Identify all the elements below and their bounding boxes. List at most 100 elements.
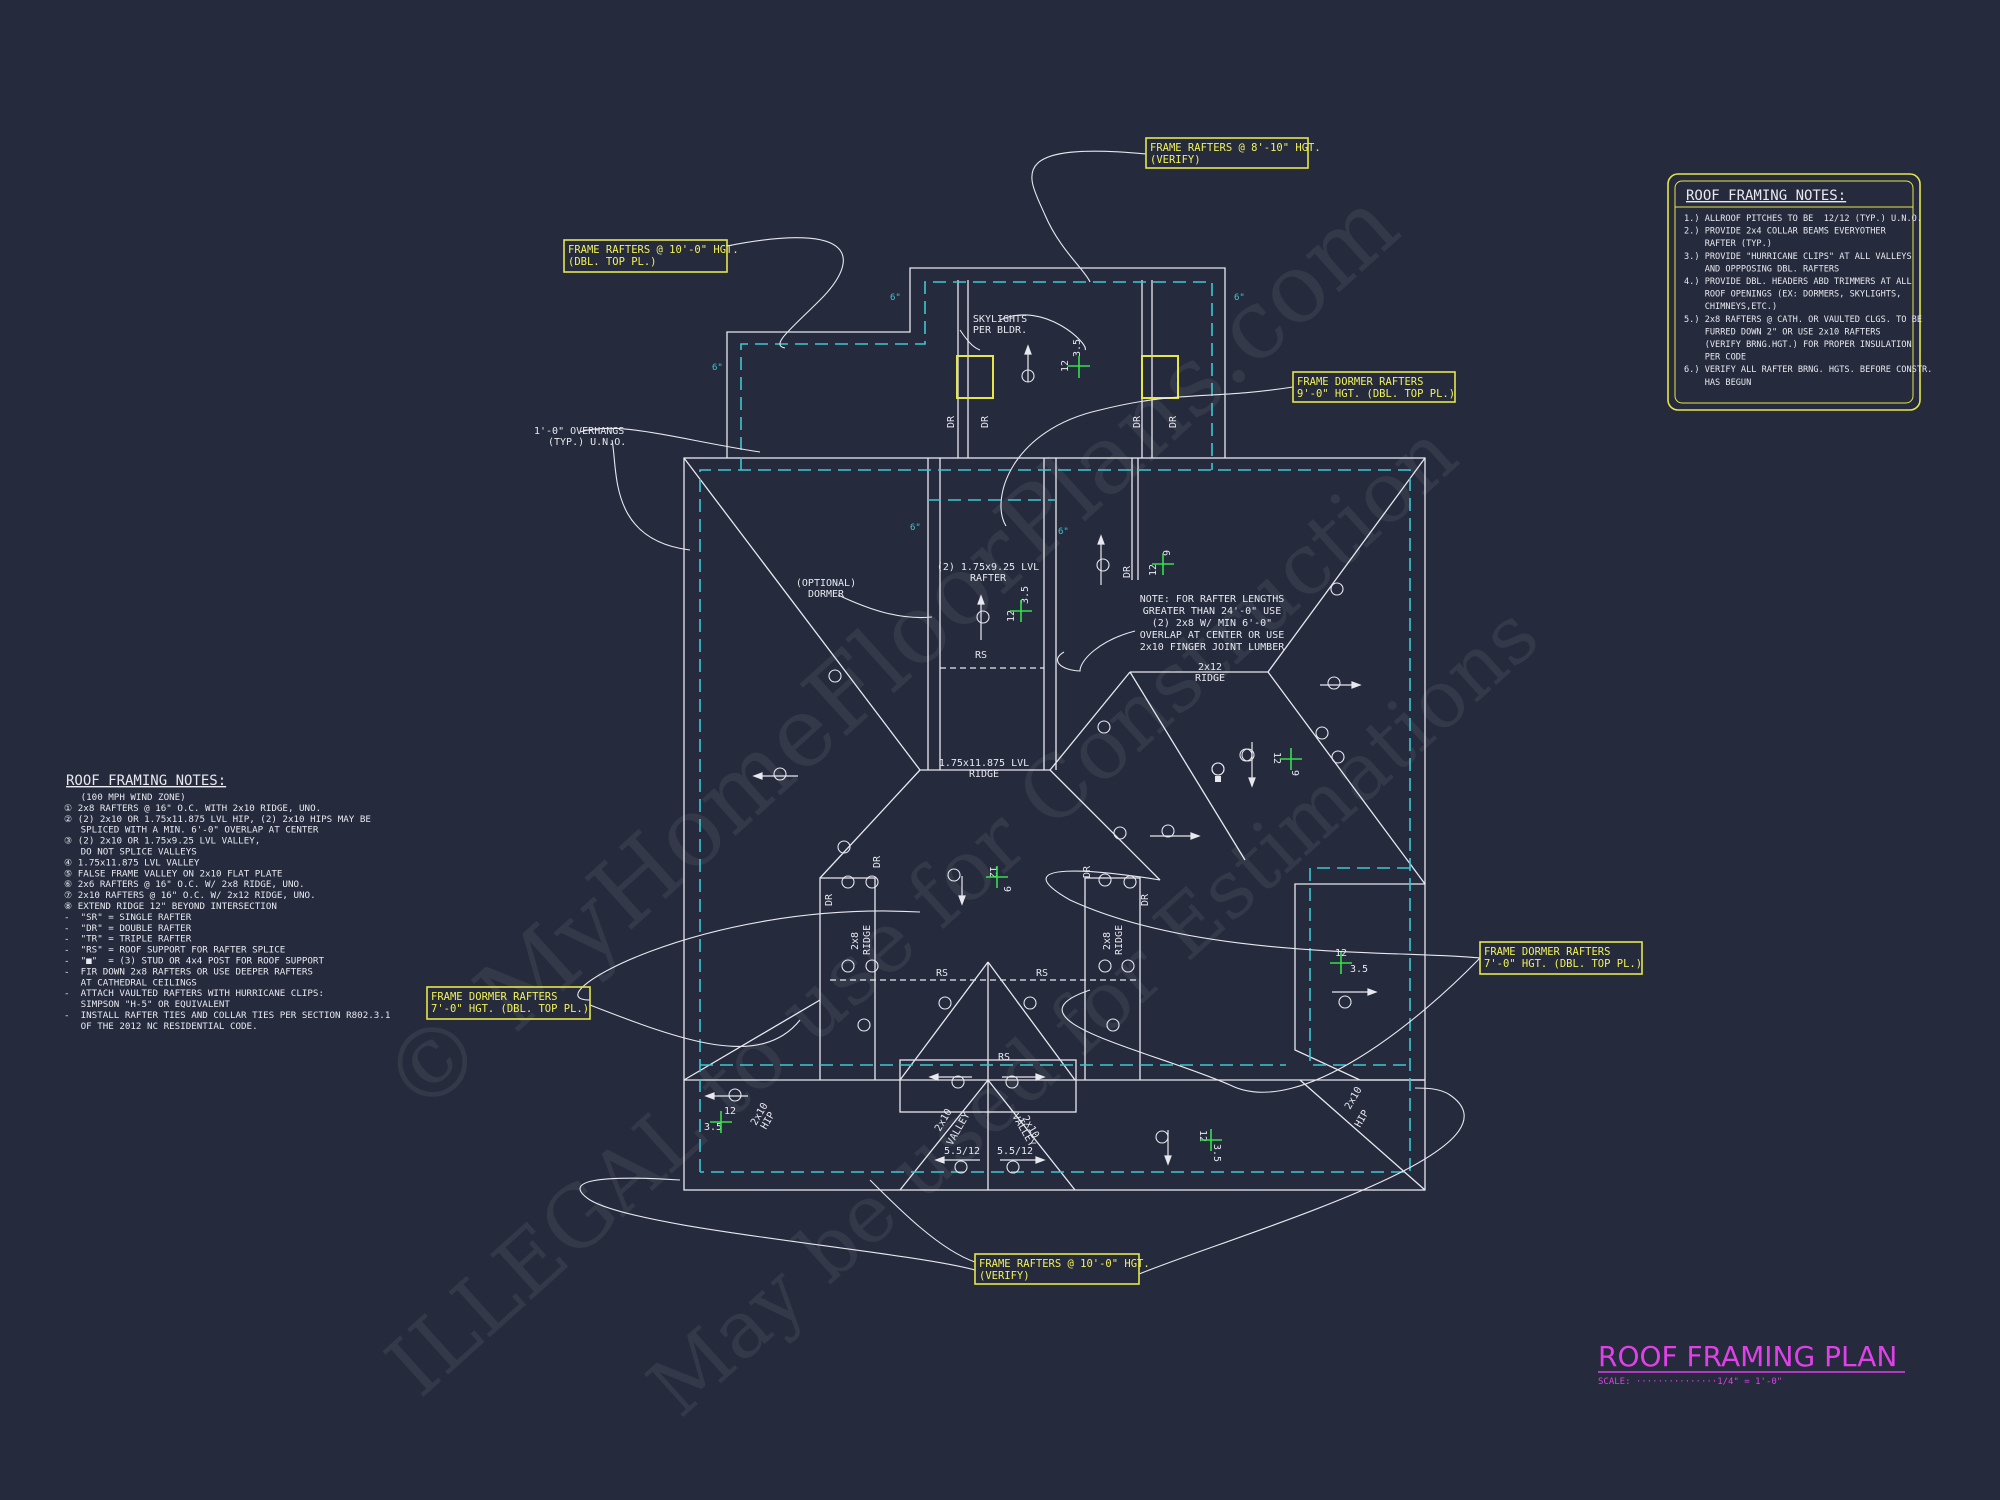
rs-label: RS — [998, 1052, 1010, 1063]
rs-label: RS — [936, 968, 948, 979]
callout-top-left: FRAME RAFTERS @ 10'-0" HGT. (DBL. TOP PL… — [563, 239, 739, 273]
leader-line — [1061, 957, 1481, 1093]
fascia-label: 6" — [1234, 293, 1245, 303]
callout-text: (VERIFY) — [979, 1270, 1030, 1282]
leader-line — [1045, 870, 1481, 959]
note-line: ⑥ 2x6 RAFTERS @ 16" O.C. W/ 2x8 RIDGE, U… — [64, 879, 305, 890]
hip-label: HIP — [1353, 1108, 1372, 1129]
note-line: - ATTACH VAULTED RAFTERS WITH HURRICANE … — [64, 988, 324, 999]
pitch-label: 9 — [1162, 550, 1173, 556]
dr-label: DR — [872, 855, 883, 868]
note-line: 1.) ALLROOF PITCHES TO BE 12/12 (TYP.) U… — [1684, 214, 1922, 224]
hip-line — [819, 769, 921, 879]
leader-line — [869, 1179, 976, 1263]
hip-line — [1267, 671, 1426, 885]
pitch-label: 12 — [1197, 1130, 1208, 1142]
note-line: FURRED DOWN 2" OR USE 2x10 RAFTERS — [1684, 327, 1881, 337]
ridge-2x12-label-1: 2x12 — [1198, 662, 1222, 673]
lvl-rafter-label-2: RAFTER — [970, 573, 1007, 584]
dr-label: DR — [1132, 415, 1143, 428]
callout-text: 7'-0" HGT. (DBL. TOP PL.) — [431, 1003, 589, 1015]
roof-plan — [683, 267, 1426, 1191]
note-line: ROOF OPENINGS (EX: DORMERS, SKYLIGHTS, — [1684, 290, 1901, 300]
notes-lines: 1.) ALLROOF PITCHES TO BE 12/12 (TYP.) U… — [1684, 214, 1932, 388]
note-line: - "■" = (3) STUD OR 4x4 POST FOR ROOF SU… — [64, 956, 324, 967]
overhangs-label-2: (TYP.) U.N.O. — [548, 437, 626, 448]
lvl-ridge-label-1: 1.75x11.875 LVL — [939, 758, 1029, 769]
pitch-label: 5.5/12 — [997, 1146, 1033, 1157]
dr-label: DR — [980, 415, 991, 428]
pitch-label: 9 — [1001, 886, 1012, 892]
leader-line — [837, 594, 933, 619]
skylight-left — [956, 355, 994, 399]
callout-text: FRAME DORMER RAFTERS — [1297, 376, 1423, 388]
note-line: (100 MPH WIND ZONE) — [64, 792, 186, 803]
main-roof-outline — [683, 457, 1426, 1191]
callout-text: FRAME RAFTERS @ 8'-10" HGT. — [1150, 142, 1321, 154]
callout-bottom: FRAME RAFTERS @ 10'-0" HGT. (VERIFY) — [974, 1253, 1150, 1285]
callout-text: FRAME RAFTERS @ 10'-0" HGT. — [568, 244, 739, 256]
pitch-marker — [710, 356, 1352, 1151]
pitch-label: 9 — [1289, 770, 1300, 776]
note-line: HAS BEGUN — [1684, 378, 1751, 388]
skylight-right — [1141, 355, 1179, 399]
pitch-label: 3.5 — [1072, 339, 1083, 357]
note-line: AT CATHEDRAL CEILINGS — [64, 977, 197, 988]
note-line: ⑤ FALSE FRAME VALLEY ON 2x10 FLAT PLATE — [64, 868, 282, 879]
note-line: SPLICED WITH A MIN. 6'-0" OVERLAP AT CEN… — [64, 825, 319, 836]
lvl-ridge-label-2: RIDGE — [969, 769, 999, 780]
plan-labels: SKYLIGHTS PER BLDR. 1'-0" OVERHANGS (TYP… — [534, 293, 1372, 1162]
note-line: 6.) VERIFY ALL RAFTER BRNG. HGTS. BEFORE… — [1684, 365, 1932, 375]
note-line: (VERIFY BRNG.HGT.) FOR PROPER INSULATION — [1684, 340, 1912, 350]
leader-line — [1000, 386, 1294, 527]
callout-left-dormer: FRAME DORMER RAFTERS 7'-0" HGT. (DBL. TO… — [426, 986, 591, 1020]
callout-right-dormer-upper: FRAME DORMER RAFTERS 9'-0" HGT. (DBL. TO… — [1292, 371, 1456, 403]
dr-label: DR — [824, 893, 835, 906]
front-gable-right — [1084, 877, 1141, 1080]
rafter-direction-arrow — [704, 344, 1378, 1166]
hip-line — [1267, 457, 1426, 673]
roof-framing-notes-right: ROOF FRAMING NOTES: 1.) ALLROOF PITCHES … — [1667, 173, 1932, 411]
rafter-note-2: GREATER THAN 24'-0" USE — [1143, 606, 1281, 617]
dormer-ridge-size: 2x8 — [850, 932, 861, 950]
leader-line — [999, 314, 1086, 351]
note-line: ④ 1.75x11.875 LVL VALLEY — [64, 857, 200, 868]
leader-line — [579, 1177, 976, 1271]
plan-title-block: ROOF FRAMING PLAN SCALE: ···············… — [1598, 1340, 1905, 1387]
pitch-label: 12 — [987, 866, 998, 878]
dr-label: DR — [1168, 415, 1179, 428]
note-line: - "RS" = ROOF SUPPORT FOR RAFTER SPLICE — [64, 945, 285, 956]
callout-right-dormer-lower: FRAME DORMER RAFTERS 7'-0" HGT. (DBL. TO… — [1479, 941, 1643, 975]
notes-lines: (100 MPH WIND ZONE)① 2x8 RAFTERS @ 16" O… — [64, 792, 390, 1032]
front-porch-block — [899, 1059, 1077, 1113]
overhang-line — [1309, 867, 1410, 1066]
note-line: ① 2x8 RAFTERS @ 16" O.C. WITH 2x10 RIDGE… — [64, 803, 321, 814]
optional-dormer-label-2: DORMER — [808, 589, 845, 600]
note-line: ② (2) 2x10 OR 1.75x11.875 LVL HIP, (2) 2… — [64, 814, 371, 825]
callout-text: (DBL. TOP PL.) — [568, 256, 657, 268]
hip-line — [1049, 671, 1131, 771]
notes-title: ROOF FRAMING NOTES: — [66, 773, 226, 789]
leader-line — [589, 1004, 801, 1048]
dormer-ridge-size: 2x8 — [1102, 932, 1113, 950]
note-line: - FIR DOWN 2x8 RAFTERS OR USE DEEPER RAF… — [64, 966, 313, 977]
note-line: RAFTER (TYP.) — [1684, 239, 1772, 249]
note-line: - INSTALL RAFTER TIES AND COLLAR TIES PE… — [64, 1010, 390, 1021]
pitch-label: 12 — [1271, 752, 1282, 764]
leader-line — [1031, 150, 1147, 283]
hip-line — [1129, 671, 1246, 861]
note-line: 3.) PROVIDE "HURRICANE CLIPS" AT ALL VAL… — [1684, 252, 1912, 262]
pitch-label: 12 — [1006, 610, 1017, 622]
rafter-note-3: (2) 2x8 W/ MIN 6'-0" — [1152, 618, 1272, 629]
note-marker — [728, 369, 1352, 1174]
overhangs-label-1: 1'-0" OVERHANGS — [534, 426, 624, 437]
pitch-label: 3.5 — [1350, 964, 1368, 975]
fascia-label: 6" — [910, 523, 921, 533]
hip-line — [1299, 1079, 1426, 1191]
leader-line — [611, 439, 691, 551]
optional-dormer-label-1: (OPTIONAL) — [796, 578, 856, 589]
note-line: CHIMNEYS,ETC.) — [1684, 302, 1777, 312]
fascia-label: 6" — [712, 363, 723, 373]
hip-line — [1049, 769, 1161, 881]
note-line: - "SR" = SINGLE RAFTER — [64, 912, 192, 923]
